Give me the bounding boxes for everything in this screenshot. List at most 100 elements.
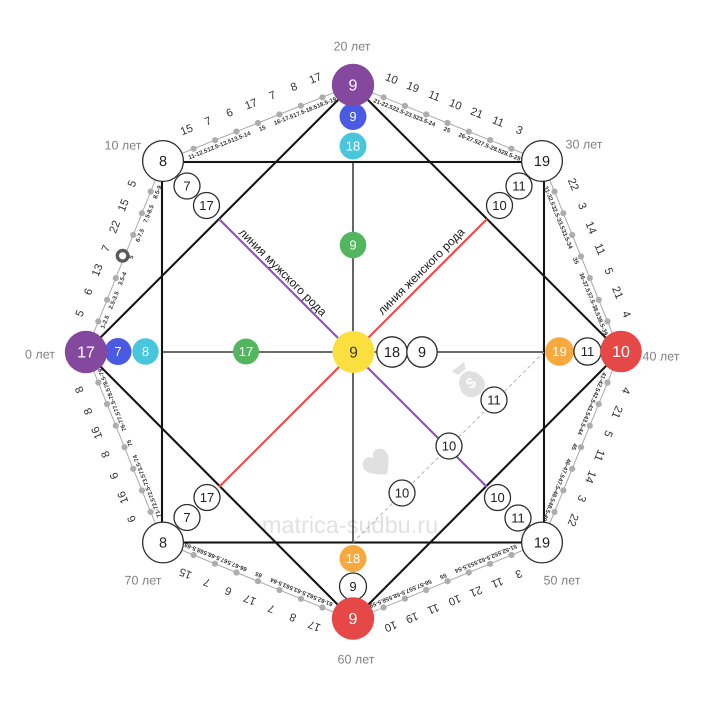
svg-text:10: 10 xyxy=(395,486,409,501)
svg-text:18: 18 xyxy=(346,139,360,154)
svg-text:19: 19 xyxy=(534,154,550,170)
svg-text:19: 19 xyxy=(552,344,566,359)
svg-text:5: 5 xyxy=(601,266,614,276)
svg-text:10: 10 xyxy=(612,344,630,361)
svg-text:10 лет: 10 лет xyxy=(105,138,142,152)
svg-text:10: 10 xyxy=(447,97,463,113)
svg-text:17: 17 xyxy=(239,344,253,359)
svg-text:9: 9 xyxy=(349,344,358,361)
svg-text:17: 17 xyxy=(243,97,259,113)
svg-text:9: 9 xyxy=(349,109,356,124)
svg-text:65: 65 xyxy=(254,569,263,578)
svg-text:11: 11 xyxy=(591,447,607,462)
svg-text:11: 11 xyxy=(425,601,440,617)
svg-text:11: 11 xyxy=(489,574,504,590)
svg-text:22: 22 xyxy=(107,219,123,235)
svg-text:7: 7 xyxy=(100,244,113,254)
svg-text:55: 55 xyxy=(438,571,447,580)
svg-text:7: 7 xyxy=(183,179,190,194)
svg-text:7: 7 xyxy=(202,575,212,588)
svg-text:16: 16 xyxy=(90,425,106,441)
svg-text:1-2.5: 1-2.5 xyxy=(100,314,112,330)
svg-text:21: 21 xyxy=(469,106,485,122)
svg-text:10: 10 xyxy=(490,490,504,505)
svg-text:19: 19 xyxy=(405,80,421,96)
svg-text:5: 5 xyxy=(601,428,614,438)
svg-text:3: 3 xyxy=(575,493,588,503)
svg-text:8: 8 xyxy=(159,154,167,170)
svg-text:22: 22 xyxy=(565,177,581,193)
svg-text:matrica-sudbu.ru: matrica-sudbu.ru xyxy=(262,512,438,538)
svg-text:9: 9 xyxy=(349,579,356,594)
svg-text:6: 6 xyxy=(223,584,233,597)
svg-text:21: 21 xyxy=(609,285,625,301)
svg-text:14: 14 xyxy=(583,220,599,236)
svg-text:4: 4 xyxy=(619,309,632,319)
svg-text:7: 7 xyxy=(114,344,121,359)
svg-text:3.5-4: 3.5-4 xyxy=(117,271,129,287)
svg-text:40 лет: 40 лет xyxy=(643,349,680,363)
svg-text:9: 9 xyxy=(349,238,356,253)
svg-text:15: 15 xyxy=(179,122,195,138)
svg-text:8: 8 xyxy=(288,610,298,623)
svg-text:3: 3 xyxy=(575,201,588,211)
svg-text:11: 11 xyxy=(592,242,608,257)
svg-text:6: 6 xyxy=(126,514,139,524)
svg-text:6: 6 xyxy=(108,471,121,481)
svg-text:14: 14 xyxy=(582,469,598,485)
svg-text:8: 8 xyxy=(142,344,149,359)
svg-text:19: 19 xyxy=(404,609,420,625)
svg-text:15: 15 xyxy=(116,197,132,213)
svg-text:21: 21 xyxy=(468,583,484,599)
svg-text:8.5-9: 8.5-9 xyxy=(152,184,164,200)
svg-text:6-7.5: 6-7.5 xyxy=(134,227,146,243)
svg-text:8: 8 xyxy=(159,536,167,552)
svg-text:13: 13 xyxy=(90,262,106,278)
svg-text:7: 7 xyxy=(266,601,276,614)
svg-text:5: 5 xyxy=(128,254,136,260)
svg-text:10: 10 xyxy=(492,198,506,213)
svg-text:22: 22 xyxy=(565,512,581,528)
svg-text:10: 10 xyxy=(442,439,456,454)
svg-text:7: 7 xyxy=(268,89,278,102)
svg-text:75: 75 xyxy=(125,438,134,447)
svg-text:17: 17 xyxy=(200,490,214,505)
svg-text:3: 3 xyxy=(513,567,523,580)
svg-text:17: 17 xyxy=(308,71,324,87)
svg-text:10: 10 xyxy=(446,592,462,608)
svg-text:25: 25 xyxy=(442,126,451,135)
svg-text:11: 11 xyxy=(511,511,525,526)
svg-text:45: 45 xyxy=(569,442,578,451)
svg-text:17: 17 xyxy=(242,591,258,607)
svg-text:4: 4 xyxy=(619,385,632,395)
svg-text:11: 11 xyxy=(487,393,501,408)
svg-text:5: 5 xyxy=(126,179,139,189)
svg-text:50 лет: 50 лет xyxy=(544,573,581,587)
svg-text:17: 17 xyxy=(199,198,213,213)
svg-text:11: 11 xyxy=(512,179,526,194)
svg-text:17: 17 xyxy=(77,345,95,362)
svg-text:19: 19 xyxy=(534,536,550,552)
svg-text:35: 35 xyxy=(571,257,580,266)
svg-text:6: 6 xyxy=(82,287,95,297)
svg-text:8: 8 xyxy=(82,406,95,416)
svg-text:30 лет: 30 лет xyxy=(566,137,603,151)
svg-text:70 лет: 70 лет xyxy=(125,573,162,587)
svg-text:17: 17 xyxy=(307,618,323,634)
svg-text:9: 9 xyxy=(418,345,426,361)
svg-text:18: 18 xyxy=(384,345,400,361)
svg-text:15: 15 xyxy=(258,124,267,133)
svg-text:8: 8 xyxy=(73,384,86,394)
svg-text:9: 9 xyxy=(349,611,358,628)
svg-text:60 лет: 60 лет xyxy=(338,652,375,666)
svg-text:8: 8 xyxy=(99,449,112,459)
svg-text:10: 10 xyxy=(382,618,398,634)
svg-text:11: 11 xyxy=(490,114,505,129)
svg-text:7: 7 xyxy=(203,115,213,128)
svg-text:15: 15 xyxy=(178,565,194,581)
svg-text:8: 8 xyxy=(289,81,299,94)
svg-text:21: 21 xyxy=(609,404,625,420)
svg-text:18: 18 xyxy=(346,551,360,566)
svg-text:11: 11 xyxy=(426,89,441,104)
svg-text:0 лет: 0 лет xyxy=(25,347,55,361)
